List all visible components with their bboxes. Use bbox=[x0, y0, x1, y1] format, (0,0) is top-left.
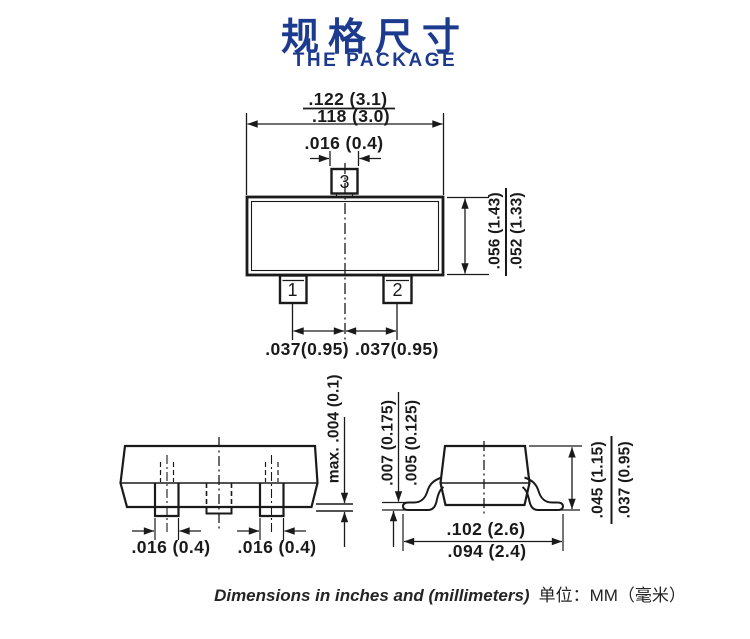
front-view-drawing bbox=[119, 417, 353, 547]
package-body-inner-line bbox=[250, 200, 440, 272]
pitch-dimensions: .037(0.95) .037(0.95) bbox=[252, 339, 452, 359]
page-title: 规格尺寸 bbox=[280, 17, 469, 59]
pin1-label: 1 bbox=[287, 280, 298, 300]
dim-pitch-right: .037(0.95) bbox=[355, 339, 439, 359]
dim-width-min: .118 (3.0) bbox=[312, 106, 390, 126]
dim-pitch-left: .037(0.95) bbox=[265, 339, 349, 359]
top-view-drawing bbox=[245, 107, 507, 341]
dim-lead-span-min: .094 (2.4) bbox=[447, 541, 527, 561]
units-note-chinese: 单位：MM（毫米） bbox=[538, 586, 686, 605]
side-view-drawing bbox=[382, 392, 613, 551]
dim-pkg-height-min: .037 (0.95) bbox=[616, 441, 634, 519]
pin3-outline bbox=[330, 167, 359, 195]
dim-lead-span-max: .102 (2.6) bbox=[446, 519, 526, 539]
units-note: Dimensions in inches and (millimeters) 单… bbox=[145, 581, 750, 606]
body-outline bbox=[439, 444, 531, 507]
left-pin-outline bbox=[153, 483, 180, 518]
dim-lead-thickness-max: .007 (0.175) bbox=[379, 399, 397, 486]
page-subtitle: THE PACKAGE bbox=[292, 50, 458, 71]
units-note-english: Dimensions in inches and (millimeters) bbox=[214, 586, 530, 605]
dim-standoff: max. .004 (0.1) bbox=[325, 374, 343, 484]
dim-pin-width-right: .016 (0.4) bbox=[237, 537, 317, 557]
right-pin-outline bbox=[258, 483, 285, 518]
right-lead-outline bbox=[521, 476, 565, 511]
dim-pin3-width: .016 (0.4) bbox=[304, 133, 384, 153]
pin3-label: 3 bbox=[339, 172, 350, 192]
package-body-outline bbox=[245, 195, 445, 277]
hidden-pin-tip bbox=[205, 506, 233, 515]
dim-pin-width-left: .016 (0.4) bbox=[131, 537, 211, 557]
pin1-outline bbox=[278, 274, 308, 305]
pin2-outline bbox=[382, 274, 413, 305]
dim-pkg-height-max: .045 (1.15) bbox=[589, 441, 607, 519]
dim-height-min: .052 (1.33) bbox=[507, 192, 525, 270]
pin2-label: 2 bbox=[392, 280, 403, 300]
dim-width-max: .122 (3.1) bbox=[308, 89, 388, 109]
left-lead-outline bbox=[401, 476, 445, 511]
dim-lead-thickness-min: .005 (0.125) bbox=[403, 399, 421, 486]
dim-height-max: .056 (1.43) bbox=[486, 192, 504, 270]
